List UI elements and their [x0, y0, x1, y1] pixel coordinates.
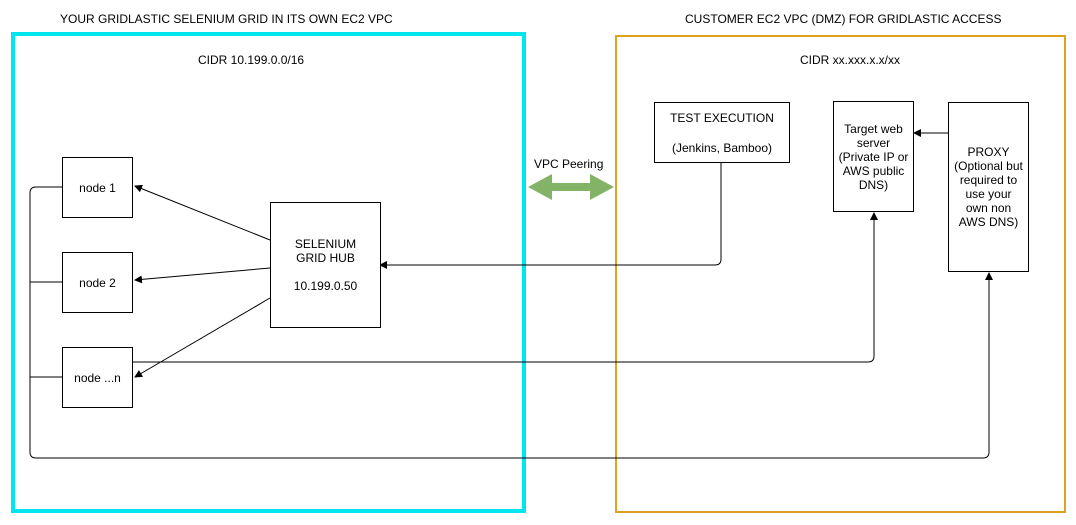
customer-vpc-title: CUSTOMER EC2 VPC (DMZ) FOR GRIDLASTIC AC…: [685, 12, 1002, 26]
vpc-peering-label: VPC Peering: [534, 157, 604, 171]
hub-label-line1: SELENIUM: [294, 237, 357, 251]
node-1-box: node 1: [62, 157, 133, 218]
node-2-label: node 2: [79, 275, 116, 290]
grid-vpc-cidr: CIDR 10.199.0.0/16: [198, 53, 305, 67]
hub-label-line2: GRID HUB: [296, 251, 355, 265]
customer-vpc-cidr: CIDR xx.xxx.x.x/xx: [800, 53, 901, 67]
test-execution-box: TEST EXECUTION (Jenkins, Bamboo): [654, 102, 790, 163]
hub-to-node1-arrow: [134, 184, 271, 241]
nodes-to-proxy-arrow: [29, 186, 993, 459]
node-n-box: node ...n: [62, 347, 133, 408]
grid-vpc-container: [11, 32, 526, 513]
hub-ip-address: 10.199.0.50: [293, 279, 358, 293]
vpc-peering-arrow: [528, 174, 614, 200]
test-execution-title: TEST EXECUTION: [670, 110, 774, 125]
node-n-label: node ...n: [74, 370, 121, 385]
node-1-label: node 1: [79, 180, 116, 195]
proxy-box: PROXY (Optional but required to use your…: [948, 102, 1029, 272]
customer-vpc-container: [615, 35, 1066, 513]
selenium-grid-hub-box: SELENIUM GRID HUB 10.199.0.50: [270, 202, 381, 328]
target-web-server-box: Target web server (Private IP or AWS pub…: [833, 101, 914, 212]
grid-vpc-title: YOUR GRIDLASTIC SELENIUM GRID IN ITS OWN…: [60, 12, 393, 26]
node-2-box: node 2: [62, 252, 133, 313]
test-execution-to-hub-arrow: [379, 163, 722, 269]
target-web-server-label: Target web server (Private IP or AWS pub…: [838, 121, 909, 192]
test-execution-tools: (Jenkins, Bamboo): [671, 140, 773, 155]
noden-to-target-arrow: [133, 212, 878, 363]
hub-to-node2-arrow: [134, 267, 271, 284]
proxy-label: PROXY (Optional but required to use your…: [954, 145, 1023, 229]
hub-to-noden-arrow: [134, 297, 271, 378]
